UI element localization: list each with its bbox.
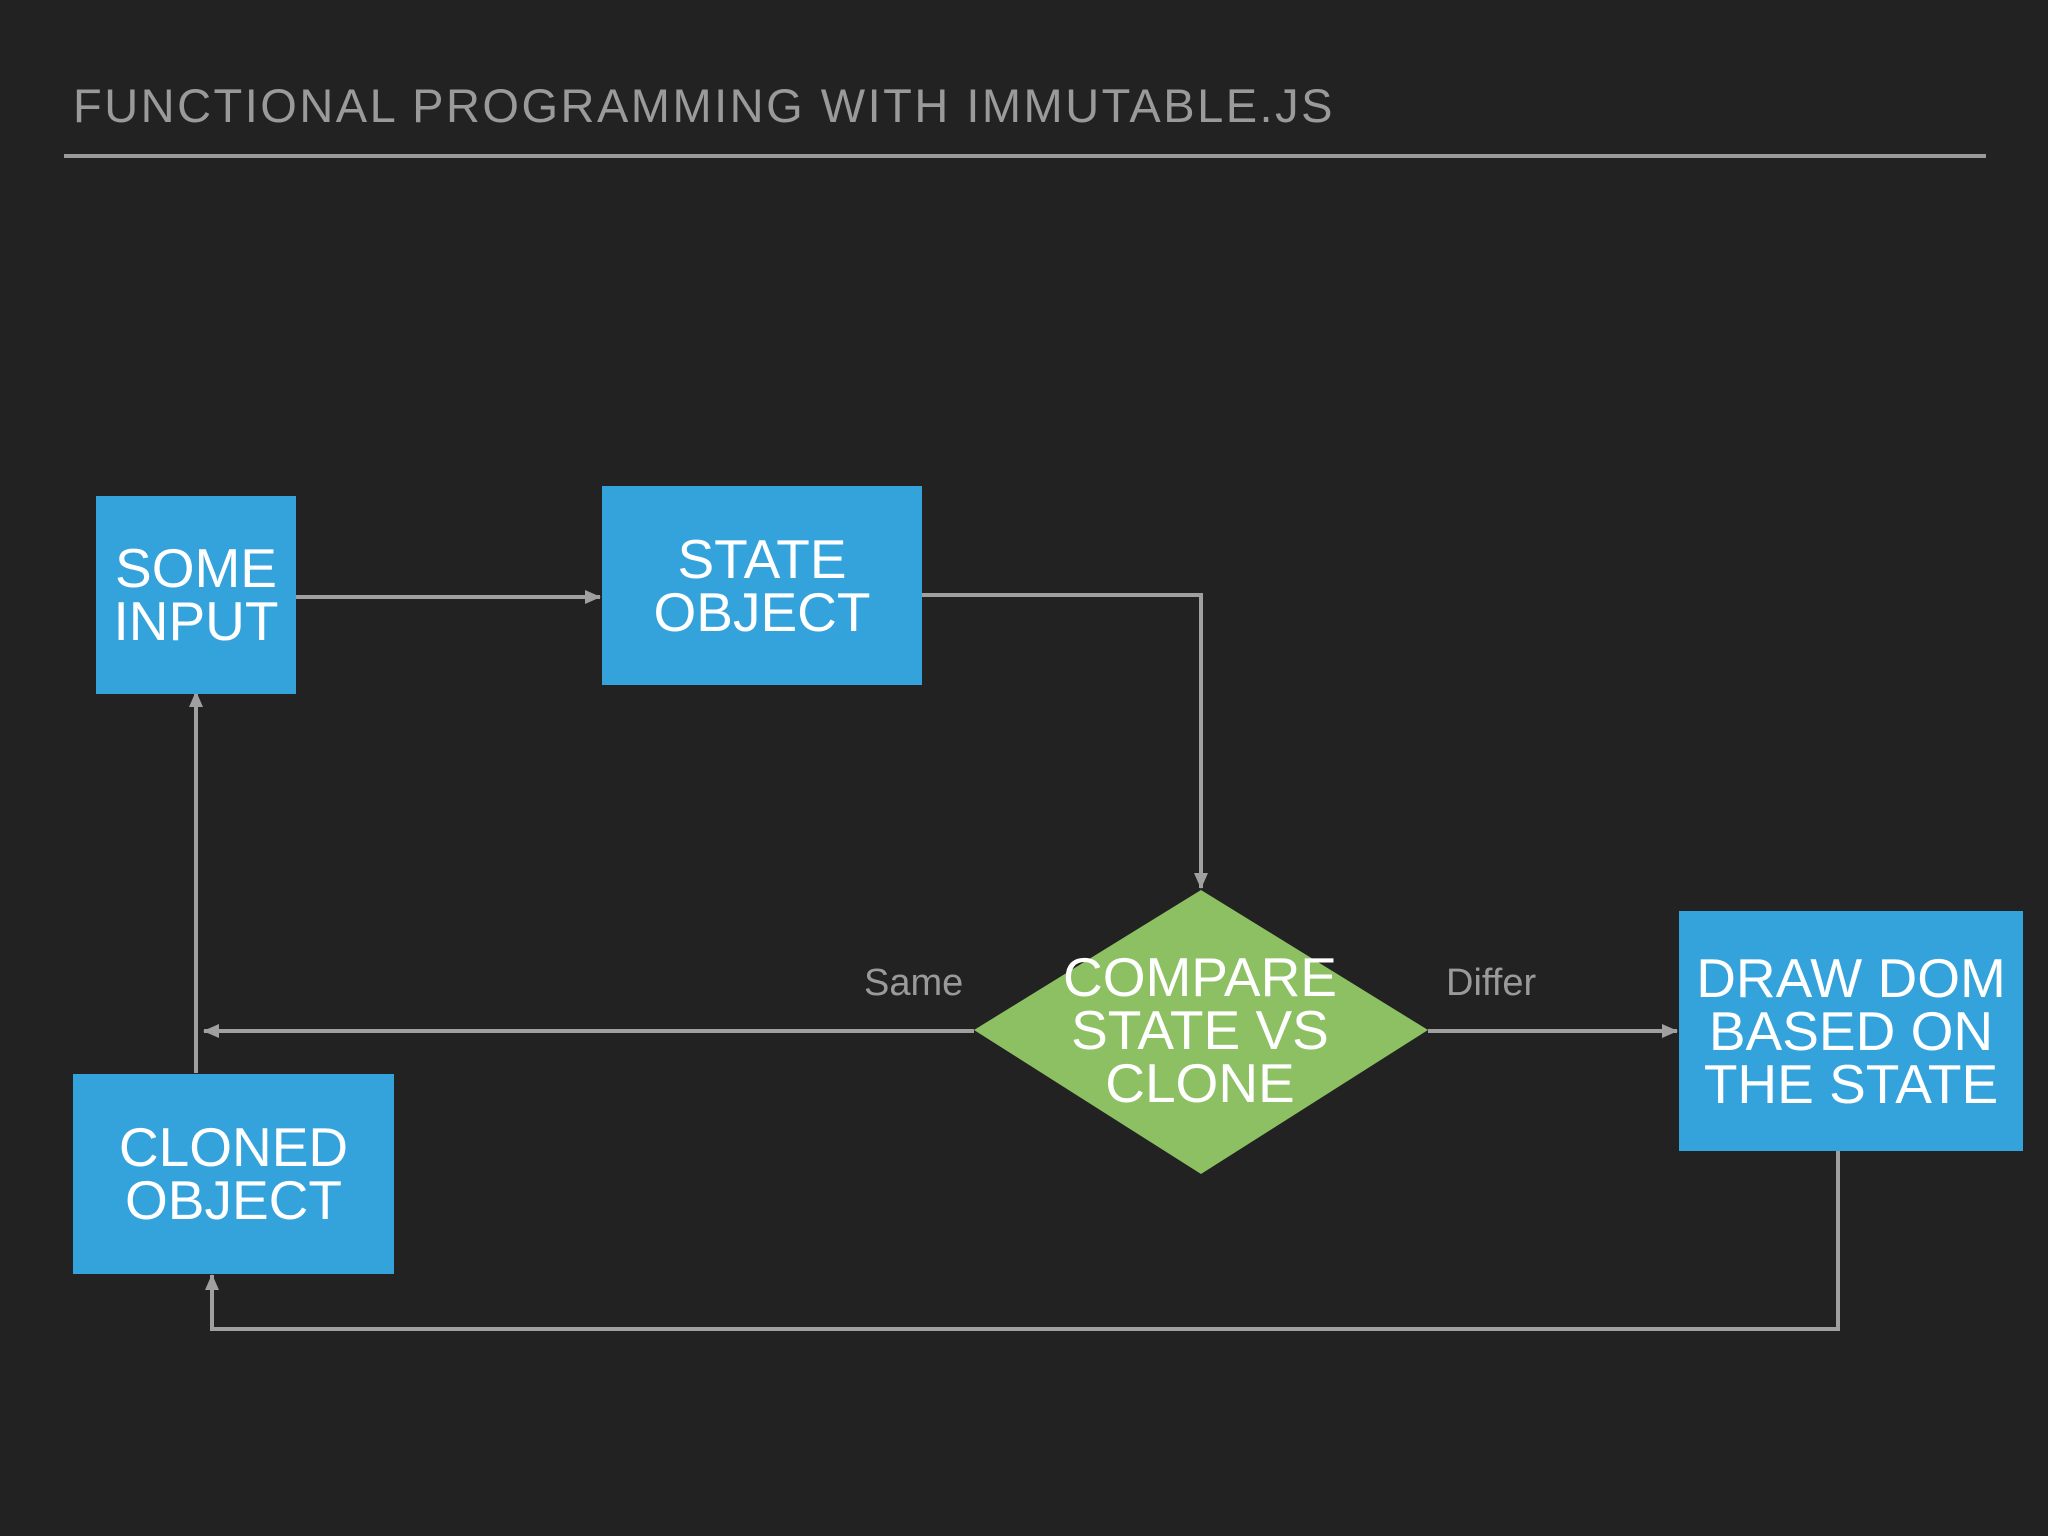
node-cloned-object-label: CLONED OBJECT (118, 1116, 349, 1231)
node-state-object: STATE OBJECT (602, 486, 922, 685)
edge-label-same: Same (864, 962, 964, 1004)
node-state-object-label: STATE OBJECT (653, 527, 871, 643)
arrow-state-to-compare (922, 593, 1208, 889)
node-compare: COMPARE STATE VS CLONE (1000, 940, 1400, 1120)
node-cloned-object: CLONED OBJECT (73, 1074, 394, 1274)
node-some-input: SOME INPUT (96, 496, 296, 694)
slide-title: FUNCTIONAL PROGRAMMING WITH IMMUTABLE.JS (73, 79, 1335, 132)
node-draw-dom: DRAW DOM BASED ON THE STATE (1679, 911, 2023, 1151)
node-some-input-label: SOME INPUT (113, 537, 279, 652)
node-compare-label: COMPARE STATE VS CLONE (1062, 945, 1337, 1114)
compare-decision-shape (974, 890, 1428, 1174)
edge-label-differ: Differ (1446, 962, 1537, 1004)
title-divider (64, 154, 1986, 158)
arrow-draw-dom-to-clone (205, 1151, 1840, 1331)
node-draw-dom-label: DRAW DOM BASED ON THE STATE (1696, 946, 2006, 1115)
